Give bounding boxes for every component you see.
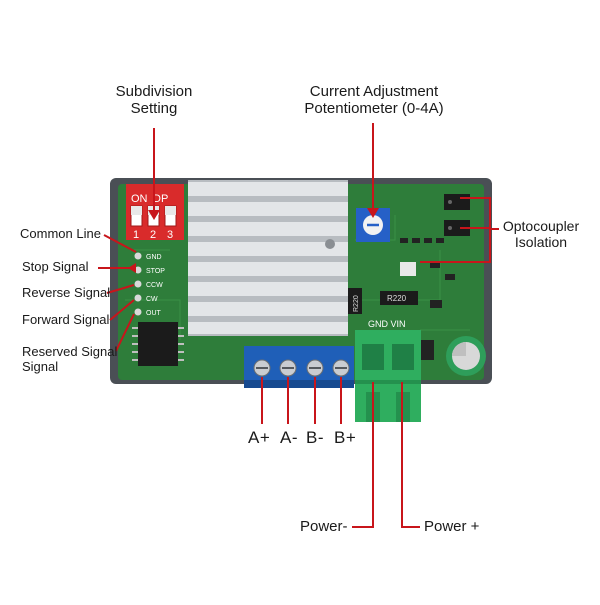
label-reserved-signal: Reserved Signal Signal (22, 344, 118, 375)
dip-dp-text: DP (153, 193, 168, 205)
label-b-minus: B- (306, 428, 324, 447)
label-current-line1: Current Adjustment (309, 83, 439, 100)
label-power-minus: Power- (300, 518, 348, 535)
label-reserved-line1: Reserved Signal (22, 344, 118, 359)
label-current-line2: Potentiometer (0-4A) (304, 100, 444, 118)
pin-label-stop: STOP (146, 268, 165, 275)
motor-terminal-screws[interactable] (253, 359, 350, 377)
label-subdivision-setting: Subdivision Setting (104, 83, 204, 118)
pin-label-out: OUT (146, 310, 162, 317)
pin-label-cw: CW (146, 296, 158, 303)
resistor-2-body (380, 291, 418, 305)
resistor-1-body (348, 288, 362, 314)
resistor-2-text: R220 (387, 294, 407, 303)
dip-on-text: ON (131, 193, 148, 205)
heatsink (188, 180, 348, 336)
label-opto-line2: Isolation (514, 234, 568, 251)
label-reverse-signal: Reverse Signal (22, 285, 111, 300)
label-subdivision-line1: Subdivision (115, 83, 193, 100)
label-opto-line1: Optocoupler (502, 218, 580, 234)
dip-number-3: 3 (167, 229, 173, 241)
power-terminal-block[interactable] (355, 330, 421, 422)
resistor-1-text: R220 (353, 295, 360, 312)
label-optocoupler-isolation: Optocoupler Isolation (498, 218, 584, 250)
electrolytic-capacitor (446, 336, 486, 376)
callout-arrowheads (128, 208, 379, 273)
dip-number-1: 1 (133, 229, 139, 241)
label-stop-signal: Stop Signal (22, 259, 89, 274)
callout-lines (98, 123, 499, 528)
terminal-gnd-vin-text: GND VIN (368, 319, 406, 329)
pin-label-ccw: CCW (146, 282, 163, 289)
smd-components (400, 238, 455, 360)
label-reserved-line2: Signal (22, 358, 59, 374)
label-a-plus: A+ (248, 428, 271, 447)
signal-pin-header (134, 252, 142, 316)
label-power-plus: Power + (424, 518, 480, 535)
label-current-adjustment: Current Adjustment Potentiometer (0-4A) (296, 83, 452, 118)
label-subdivision-line2: Setting (130, 100, 178, 118)
label-forward-signal: Forward Signal (22, 312, 110, 327)
label-b-plus: B+ (334, 428, 357, 447)
dip-number-2: 2 (150, 229, 156, 241)
pin-label-gnd: GND (146, 254, 162, 261)
label-a-minus: A- (280, 428, 298, 447)
label-common-line: Common Line (20, 226, 101, 241)
driver-ic-chip (132, 322, 184, 366)
